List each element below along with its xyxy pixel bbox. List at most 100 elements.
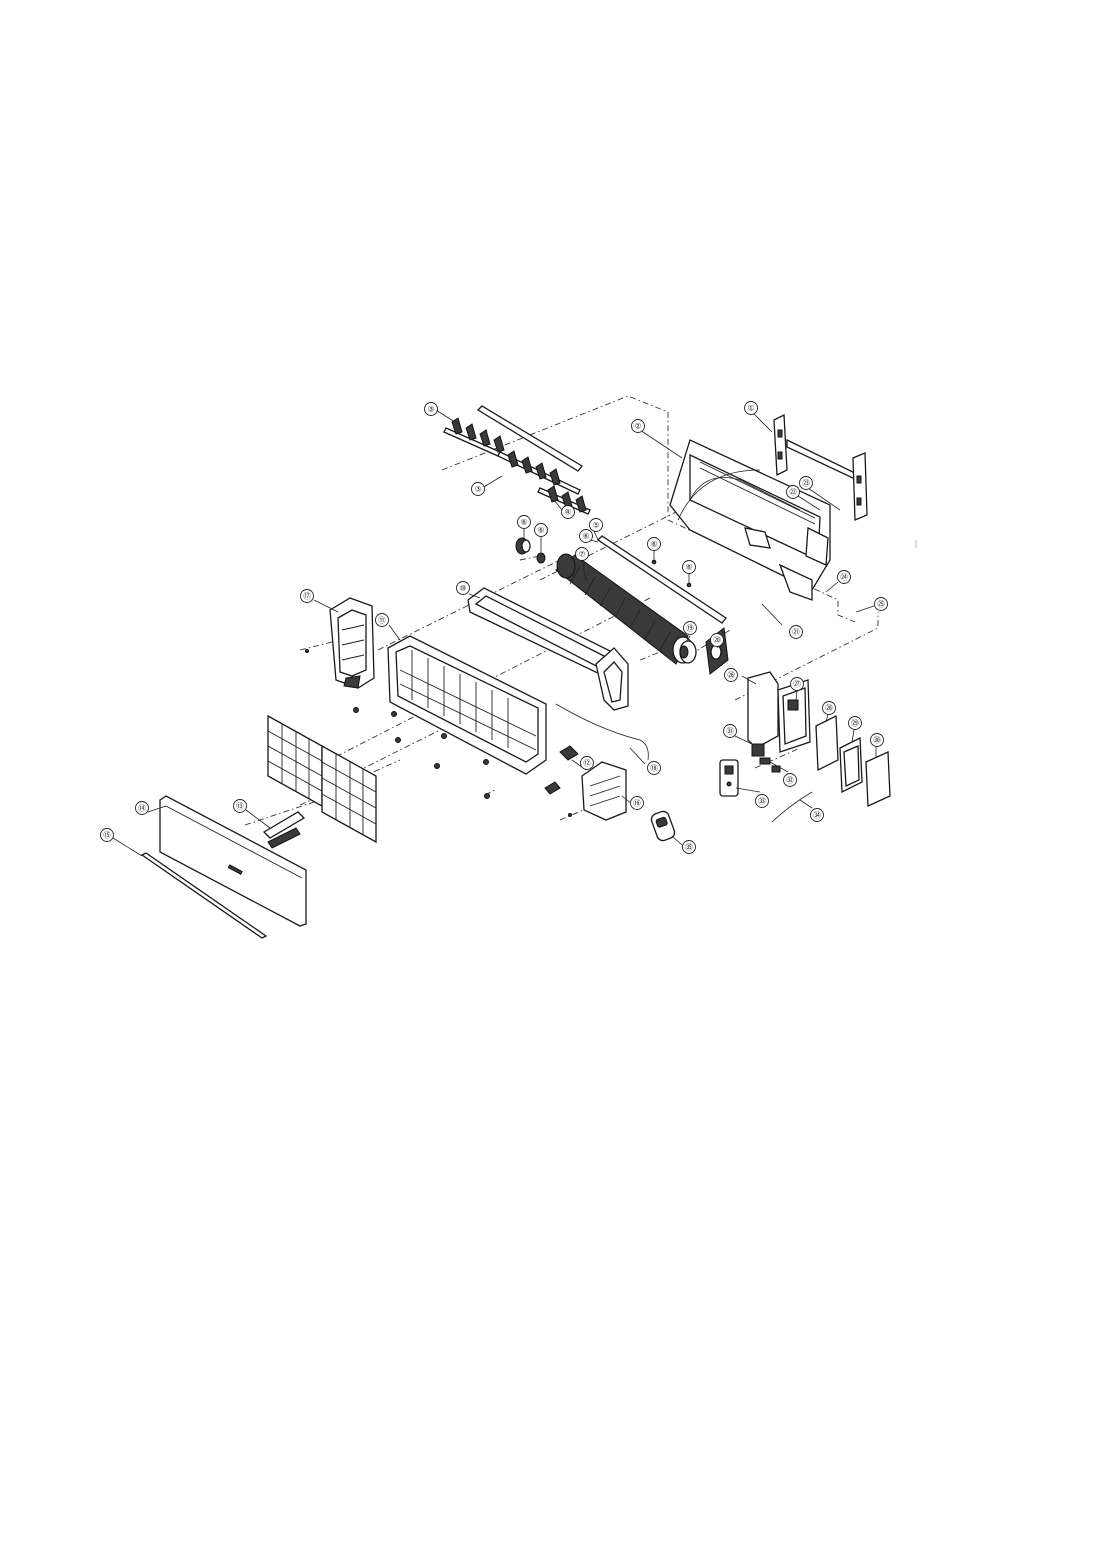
callout-17: ⑰ [300, 589, 314, 603]
callout-19: ⑲ [683, 621, 697, 635]
callout-14: ⑭ [135, 801, 149, 815]
mounting-plate [773, 413, 868, 521]
callout-7: ⑦ [575, 547, 589, 561]
svg-text:㉙: ㉙ [851, 719, 859, 728]
back-chassis [669, 439, 831, 601]
svg-text:⑥: ⑥ [686, 563, 693, 572]
callout-12: ⑫ [580, 756, 594, 770]
callout-27: ㉗ [790, 677, 804, 691]
screws [353, 707, 572, 817]
left-side-cover [305, 597, 375, 689]
svg-text:⑮: ⑮ [103, 831, 111, 840]
callout-34: ㉞ [810, 808, 824, 822]
callout-11: ⑪ [375, 613, 389, 627]
svg-text:㉝: ㉝ [758, 797, 766, 806]
svg-text:㉜: ㉜ [786, 776, 794, 785]
display-board [262, 811, 306, 849]
callout-13: ⑬ [233, 799, 247, 813]
louver-assembly [443, 405, 591, 515]
connecting-wire [555, 703, 649, 761]
electric-box [747, 671, 811, 753]
svg-text:⑥: ⑥ [583, 532, 590, 541]
callout-21: ㉑ [789, 625, 803, 639]
svg-text:④: ④ [565, 508, 572, 517]
callout-25: ㉕ [874, 597, 888, 611]
callout-31: ㉛ [723, 724, 737, 738]
callout-28: ㉘ [822, 701, 836, 715]
pcb-board [815, 714, 839, 772]
svg-text:①: ① [748, 404, 755, 413]
cross-flow-fan [555, 553, 694, 665]
callout-6: ⑥ [682, 560, 696, 574]
svg-text:⑥: ⑥ [651, 540, 658, 549]
terminal-cover [865, 751, 891, 807]
air-filter-left [267, 714, 323, 808]
svg-text:⑯: ⑯ [633, 799, 641, 808]
power-cord [771, 791, 813, 823]
svg-text:⑩: ⑩ [460, 584, 467, 593]
front-frame [387, 635, 547, 775]
svg-text:⑱: ⑱ [650, 764, 658, 773]
svg-text:㉗: ㉗ [793, 680, 801, 689]
callout-6: ⑥ [647, 537, 661, 551]
callout-4: ④ [561, 505, 575, 519]
callout-1: ① [744, 401, 758, 415]
svg-text:㉑: ㉑ [792, 628, 800, 637]
fan-motor [679, 640, 697, 664]
callout-2: ② [631, 419, 645, 433]
svg-text:⑰: ⑰ [303, 592, 311, 601]
callout-35: ㉟ [682, 840, 696, 854]
callout-6: ⑥ [579, 529, 593, 543]
svg-text:⑥: ⑥ [538, 526, 545, 535]
callout-15: ⑮ [100, 828, 114, 842]
callout-33: ㉝ [755, 794, 769, 808]
callout-leaders [112, 409, 877, 857]
svg-text:㉔: ㉔ [840, 573, 848, 582]
svg-text:⑪: ⑪ [378, 616, 386, 625]
svg-text:㉞: ㉞ [813, 811, 821, 820]
svg-text:⑭: ⑭ [138, 804, 146, 813]
electric-box-cover [581, 761, 627, 821]
receiver-panel [719, 759, 739, 797]
svg-text:⑫: ⑫ [583, 759, 591, 768]
svg-text:⑥: ⑥ [521, 518, 528, 527]
svg-text:③: ③ [428, 405, 435, 414]
svg-text:㉕: ㉕ [877, 600, 885, 609]
callout-6: ⑥ [534, 523, 548, 537]
front-panel [159, 795, 307, 927]
callout-29: ㉙ [848, 716, 862, 730]
svg-text:③: ③ [475, 485, 482, 494]
svg-text:㉓: ㉓ [802, 479, 810, 488]
callout-18: ⑱ [647, 761, 661, 775]
callout-30: ㉚ [870, 733, 884, 747]
callout-20: ⑳ [710, 633, 724, 647]
callout-16: ⑯ [630, 796, 644, 810]
pcb-cover [839, 736, 863, 794]
transformer [751, 743, 765, 757]
evaporator-pipe [596, 535, 727, 624]
svg-text:⑦: ⑦ [579, 550, 586, 559]
callout-26: ㉖ [724, 668, 738, 682]
svg-text:⑤: ⑤ [593, 521, 600, 530]
callout-24: ㉔ [837, 570, 851, 584]
svg-text:㉒: ㉒ [789, 488, 797, 497]
decorative-strip [140, 852, 268, 939]
callout-32: ㉜ [783, 773, 797, 787]
callout-6: ⑥ [517, 515, 531, 529]
remote-controller [650, 810, 676, 842]
svg-text:⑳: ⑳ [713, 636, 721, 645]
svg-text:㉛: ㉛ [726, 727, 734, 736]
svg-text:⑲: ⑲ [686, 624, 694, 633]
callout-3: ③ [471, 482, 485, 496]
svg-text:㉚: ㉚ [873, 736, 881, 745]
evaporator [467, 587, 629, 711]
callout-10: ⑩ [456, 581, 470, 595]
svg-text:㉘: ㉘ [825, 704, 833, 713]
svg-text:㉖: ㉖ [727, 671, 735, 680]
svg-text:②: ② [635, 422, 642, 431]
callout-5: ⑤ [589, 518, 603, 532]
callout-22: ㉒ [786, 485, 800, 499]
terminal-block [759, 757, 781, 773]
bracket [544, 745, 579, 795]
